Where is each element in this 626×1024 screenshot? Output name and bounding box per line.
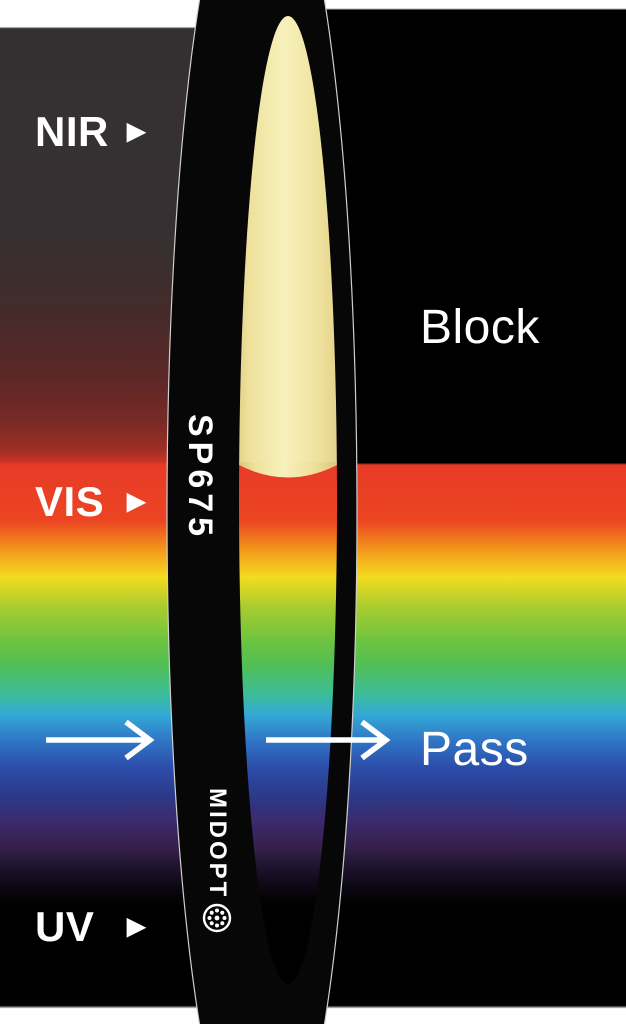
triangle-right-icon: ▶ <box>127 488 146 515</box>
pass-arrow-left-icon <box>46 719 155 761</box>
vis-label-text: VIS <box>35 478 105 525</box>
ring-model-label: SP675 <box>181 414 219 542</box>
uv-label: UV ▶ <box>35 903 146 951</box>
vis-label: VIS ▶ <box>35 478 146 526</box>
ring-brand-label: MIDOPT <box>204 788 231 900</box>
pass-label: Pass <box>420 723 529 776</box>
filter-glass-tip <box>239 462 337 478</box>
triangle-right-icon: ▶ <box>127 118 146 145</box>
triangle-right-icon: ▶ <box>127 913 146 940</box>
nir-label: NIR ▶ <box>35 108 146 156</box>
nir-label-text: NIR <box>35 108 109 155</box>
midopt-logo-icon <box>202 903 232 933</box>
block-label: Block <box>420 301 540 354</box>
pass-arrow-center-icon <box>266 719 391 761</box>
uv-label-text: UV <box>35 903 95 950</box>
